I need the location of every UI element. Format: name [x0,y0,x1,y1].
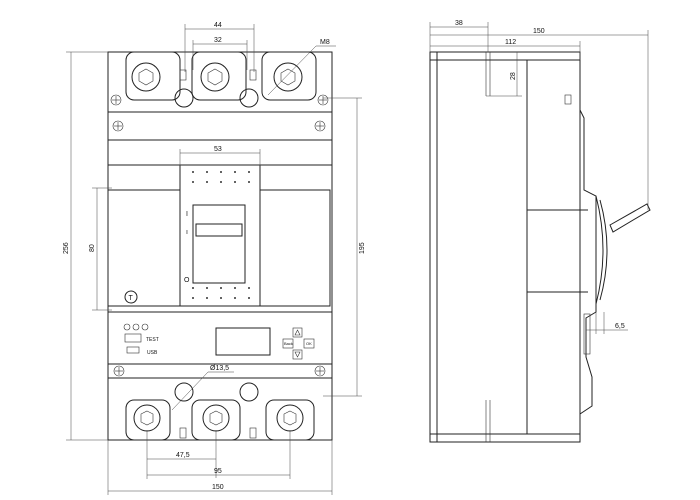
front-dimensions: 44 32 M8 53 80 256 [63,22,366,495]
side-dimensions: 38 150 112 28 6,5 [429,20,649,334]
dim-window-width: 53 [214,146,222,153]
dim-depth-112: 112 [505,39,516,46]
slot [249,427,257,439]
test-button[interactable] [124,290,138,304]
mount-hole [174,382,194,402]
dim-mount-height: 195 [359,242,366,254]
usb-port[interactable] [126,346,140,354]
latch [564,94,572,105]
dim-offset: 6,5 [615,323,625,330]
top-screw-2 [200,62,230,92]
hex-nut-icon [283,410,297,426]
screw-icon [112,120,124,132]
bottom-screw-1 [133,404,161,432]
cover-outline [579,60,597,434]
bottom-screw-3 [276,404,304,432]
dim-overall-width: 150 [212,484,224,491]
top-terminal-3 [261,51,317,101]
dim-pitch-full: 95 [214,468,222,475]
test-port[interactable] [124,333,142,343]
bottom-terminal-1 [125,399,171,441]
screw-icon [314,120,326,132]
on-tick: ı [186,229,188,236]
hex-nut-icon [138,68,154,86]
screw-icon [317,94,329,106]
dim-top-pitch: 44 [214,22,222,29]
test-button-label: T [129,295,134,302]
dim-hole-dia: Ø13,5 [210,365,229,372]
toggle-handle[interactable] [192,204,246,284]
vent-dots [192,171,250,299]
bottom-screw-2 [202,404,230,432]
screw-icon [110,94,122,106]
dim-depth-150: 150 [533,28,545,35]
mount-hole [174,88,194,108]
usb-port-label: USB [147,350,158,356]
hex-nut-icon [140,410,154,426]
slot [249,69,257,81]
mount-hole [239,382,259,402]
right-panel [259,189,331,307]
arrow-up-icon [294,329,301,336]
handle-window [179,164,261,307]
hex-nut-icon [207,68,223,86]
down-key[interactable] [292,349,303,360]
side-handle-arc [599,199,608,301]
ok-key[interactable] [303,338,315,349]
side-view: 38 150 112 28 6,5 [429,20,651,443]
front-view: I ı O T TEST USB Back OK [63,22,366,495]
led-indicator [123,323,131,331]
on-label: I [186,211,188,218]
mount-hole [239,88,259,108]
hex-nut-icon [209,410,223,426]
left-panel [107,189,181,307]
slot [179,69,187,81]
back-key-label: Back [284,341,293,346]
breaker-body [107,111,333,313]
up-key[interactable] [292,327,303,338]
trip-unit-panel [107,311,333,365]
handle-lever[interactable] [609,203,651,233]
off-label: O [184,277,190,284]
ok-key-label: OK [306,341,312,346]
slot [179,427,187,439]
dim-depth-38: 38 [455,20,463,27]
top-terminal-2 [191,51,247,101]
arrow-down-icon [294,351,301,358]
top-screw-3 [273,62,303,92]
led-indicator [132,323,140,331]
side-body [429,51,581,443]
dim-pitch-half: 47,5 [176,452,190,459]
led-indicator [141,323,149,331]
screw-icon [314,365,326,377]
screw-icon [113,365,125,377]
side-handle-base [595,195,604,305]
back-key[interactable] [282,338,294,349]
dim-overall-height: 256 [63,242,70,254]
hex-nut-icon [280,68,296,86]
handle-grip[interactable] [195,223,243,237]
dim-thread: M8 [320,39,330,46]
lcd-display [215,327,271,356]
dim-handle-height: 80 [89,244,96,252]
test-port-label: TEST [146,337,159,343]
dim-height-28: 28 [510,72,517,80]
side-tab [583,313,591,355]
top-screw-1 [131,62,161,92]
dim-top-inner: 32 [214,37,222,44]
